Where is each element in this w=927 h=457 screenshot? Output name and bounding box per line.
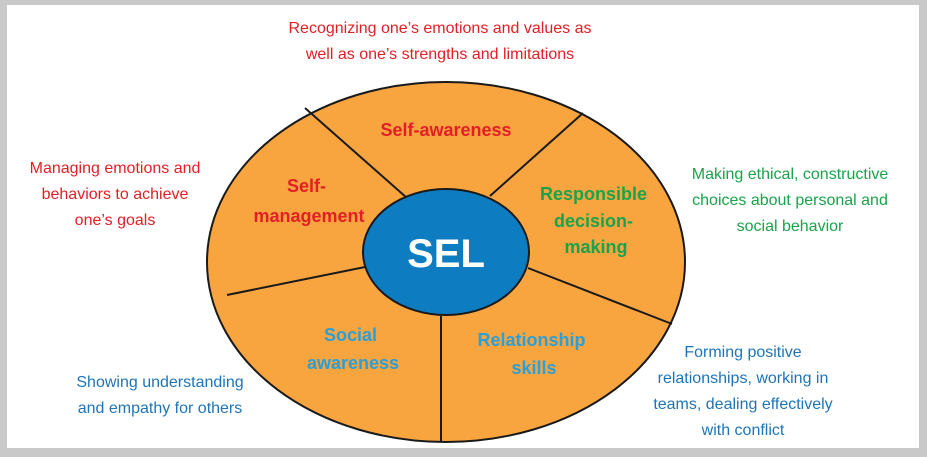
spoke-top-right (489, 112, 584, 197)
description-line: Making ethical, constructive (691, 166, 889, 183)
description-line: Managing emotions and (29, 160, 201, 177)
segment-line: making (564, 237, 627, 257)
segment-line: Relationship (477, 330, 585, 350)
segment-line: Self-awareness (380, 120, 511, 140)
description-line: teams, dealing effectively (653, 396, 833, 413)
spoke-right (527, 267, 673, 325)
spoke-left (226, 265, 371, 296)
description-responsible-decision-making: Making ethical, constructive choices abo… (668, 162, 912, 240)
description-line: social behavior (736, 218, 844, 235)
description-line: choices about personal and (692, 192, 888, 209)
spoke-top-left (304, 107, 408, 199)
center-hub (362, 188, 530, 316)
description-line: relationships, working in (657, 370, 829, 387)
description-line: Recognizing one’s emotions and values as (288, 20, 592, 37)
description-line: with conflict (701, 422, 785, 439)
segment-label-social-awareness: Social awareness (307, 325, 399, 373)
description-line: and empathy for others (77, 400, 243, 417)
center-label: SEL (407, 232, 485, 276)
description-social-awareness: Showing understanding and empathy for ot… (40, 370, 280, 422)
description-self-awareness: Recognizing one’s emotions and values as… (230, 16, 650, 68)
segment-line: Responsible (540, 184, 647, 204)
description-self-management: Managing emotions and behaviors to achie… (0, 156, 230, 234)
segment-label-responsible-decision-making: Responsible decision- making (540, 184, 652, 257)
description-line: well as one’s strengths and limitations (305, 46, 575, 63)
description-relationship-skills: Forming positive relationships, working … (628, 340, 858, 444)
description-line: one’s goals (74, 212, 156, 229)
segment-line: skills (511, 358, 556, 378)
segment-label-self-management: Self- management (253, 176, 364, 226)
description-line: Showing understanding (76, 374, 244, 391)
segment-line: awareness (307, 353, 399, 373)
segment-line: Social (324, 325, 377, 345)
segment-line: Self- (287, 176, 326, 196)
segment-line: management (253, 206, 364, 226)
description-line: behaviors to achieve (41, 186, 189, 203)
description-line: Forming positive (684, 344, 802, 361)
segment-line: decision- (554, 211, 633, 231)
segment-label-relationship-skills: Relationship skills (477, 330, 590, 378)
segment-label-self-awareness: Self-awareness (380, 120, 511, 140)
